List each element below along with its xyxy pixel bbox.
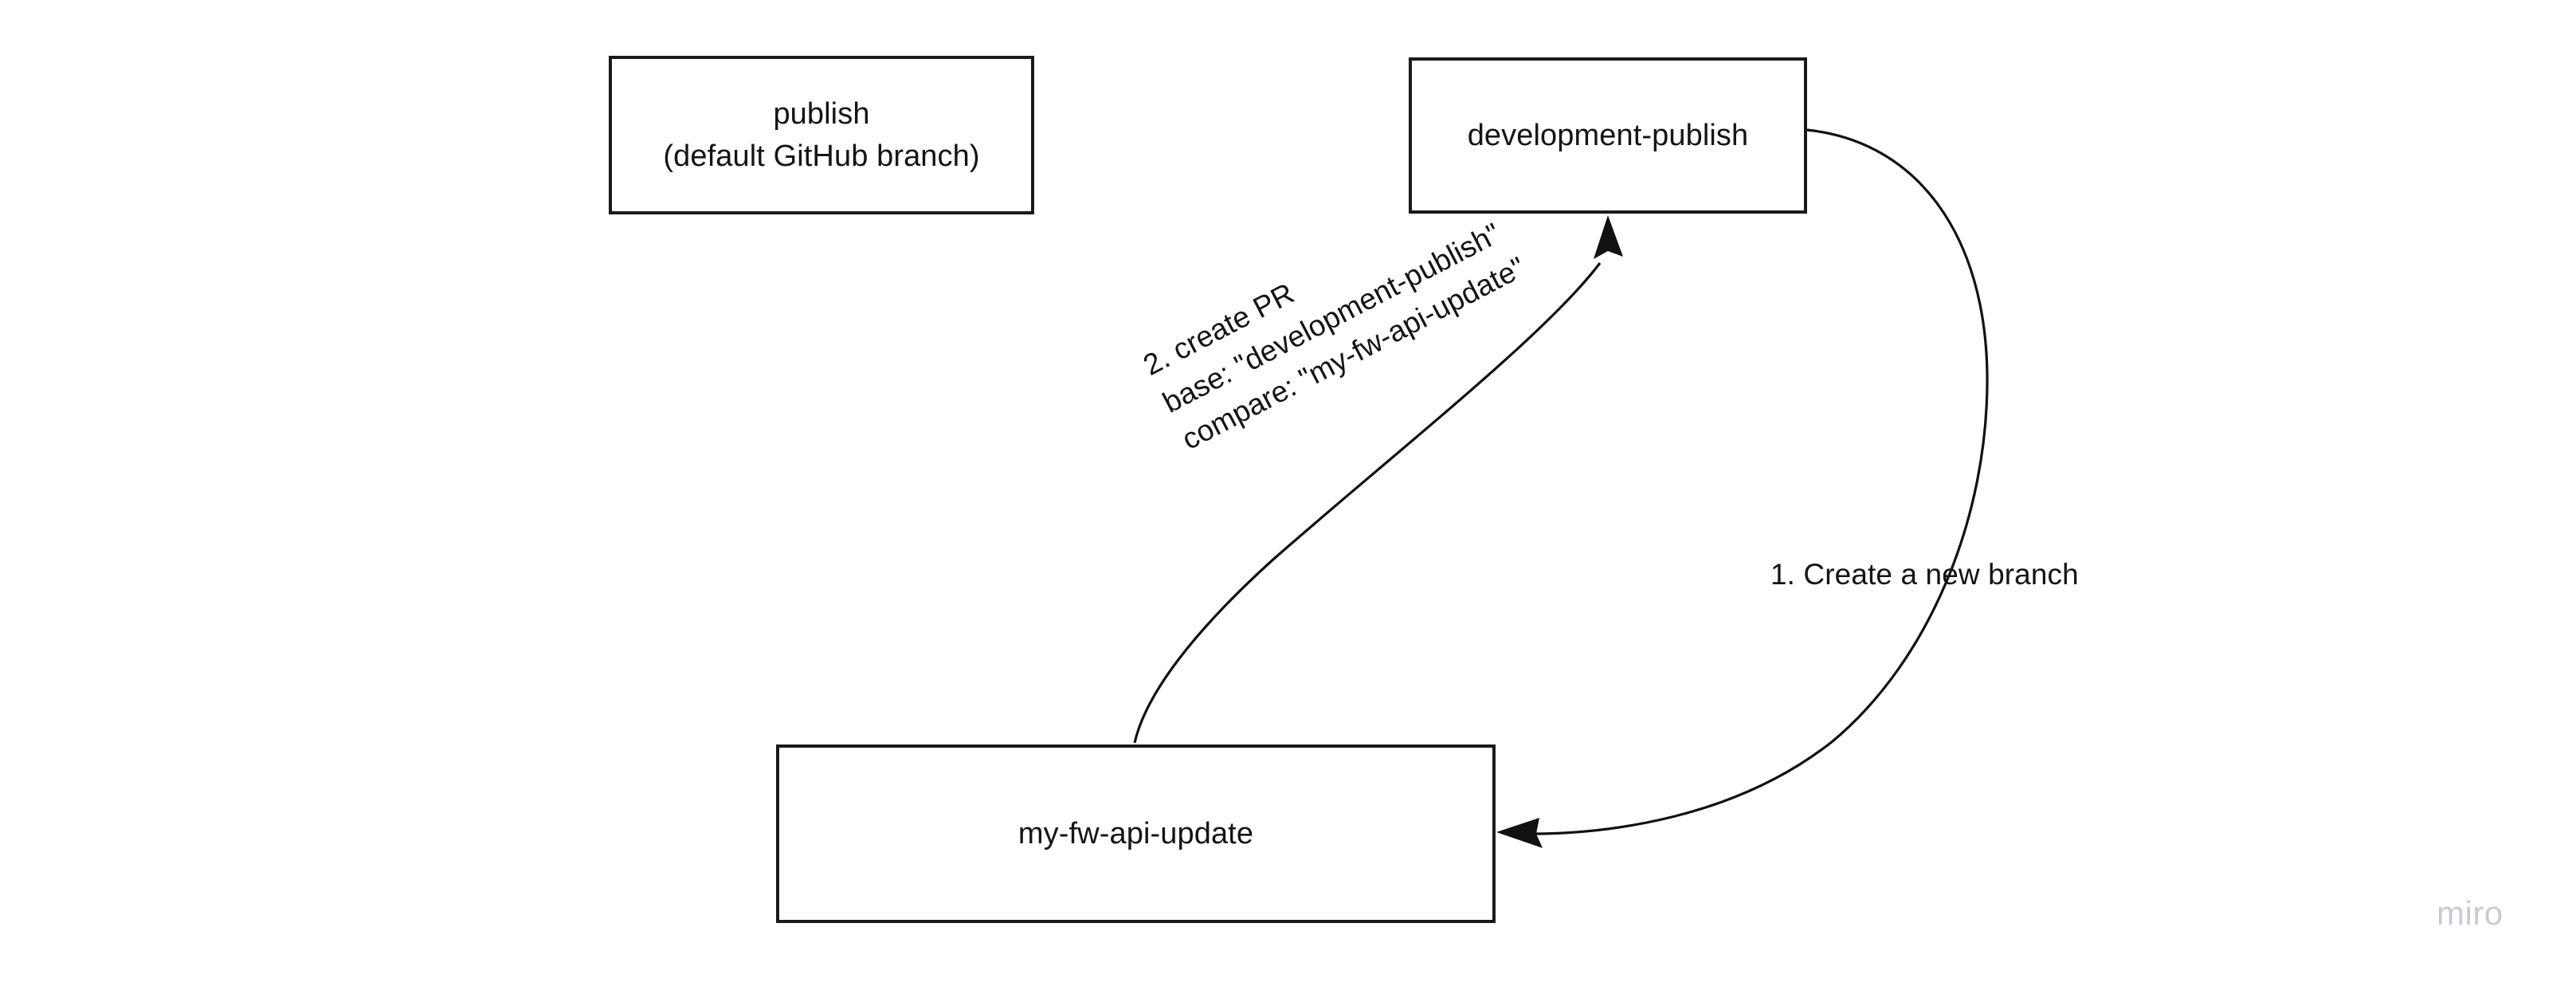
node-publish[interactable]: publish (default GitHub branch)	[609, 56, 1034, 214]
node-development-publish[interactable]: development-publish	[1409, 57, 1807, 214]
edge-label-create-pr: 2. create PR base: "development-publish"…	[1138, 216, 1531, 456]
edge-create-branch	[1496, 128, 1989, 848]
edge-create-pr-arrowhead	[1594, 215, 1623, 259]
miro-watermark: miro	[2437, 894, 2503, 932]
edge-label-create-branch: 1. Create a new branch	[1770, 558, 2079, 591]
edge-create-branch-arrowhead	[1496, 818, 1543, 848]
edge-create-branch-path	[1517, 128, 1989, 835]
node-my-fw-api-update[interactable]: my-fw-api-update	[776, 744, 1496, 923]
